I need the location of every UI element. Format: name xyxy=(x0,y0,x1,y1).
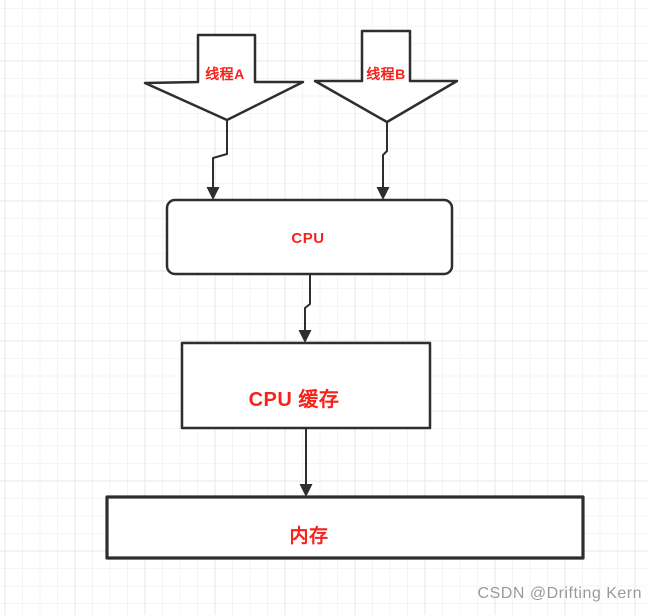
edge-cpu-to-cache xyxy=(304,275,311,331)
cpu-node-box xyxy=(165,198,454,276)
arrowhead-thread-a-to-cpu xyxy=(206,187,220,200)
cpu-cache-node-box xyxy=(180,341,432,430)
arrowhead-cpu-to-cache xyxy=(298,330,312,343)
edge-thread-a-to-cpu xyxy=(212,121,228,188)
arrowhead-thread-b-to-cpu xyxy=(376,187,390,200)
cpu-cache-label: CPU 缓存 xyxy=(248,389,340,411)
thread-a-arrow-shape xyxy=(143,33,305,122)
thread-b-arrow-shape xyxy=(313,29,459,124)
thread-a-label: 线程A xyxy=(205,66,245,82)
memory-node-box xyxy=(105,495,585,560)
csdn-watermark: CSDN @Drifting Kern xyxy=(477,585,642,602)
thread-b-label: 线程B xyxy=(366,66,406,82)
edge-thread-b-to-cpu xyxy=(382,123,388,188)
arrowhead-cache-to-memory xyxy=(299,484,313,497)
cpu-label: CPU xyxy=(291,230,325,247)
memory-label: 内存 xyxy=(289,526,329,547)
